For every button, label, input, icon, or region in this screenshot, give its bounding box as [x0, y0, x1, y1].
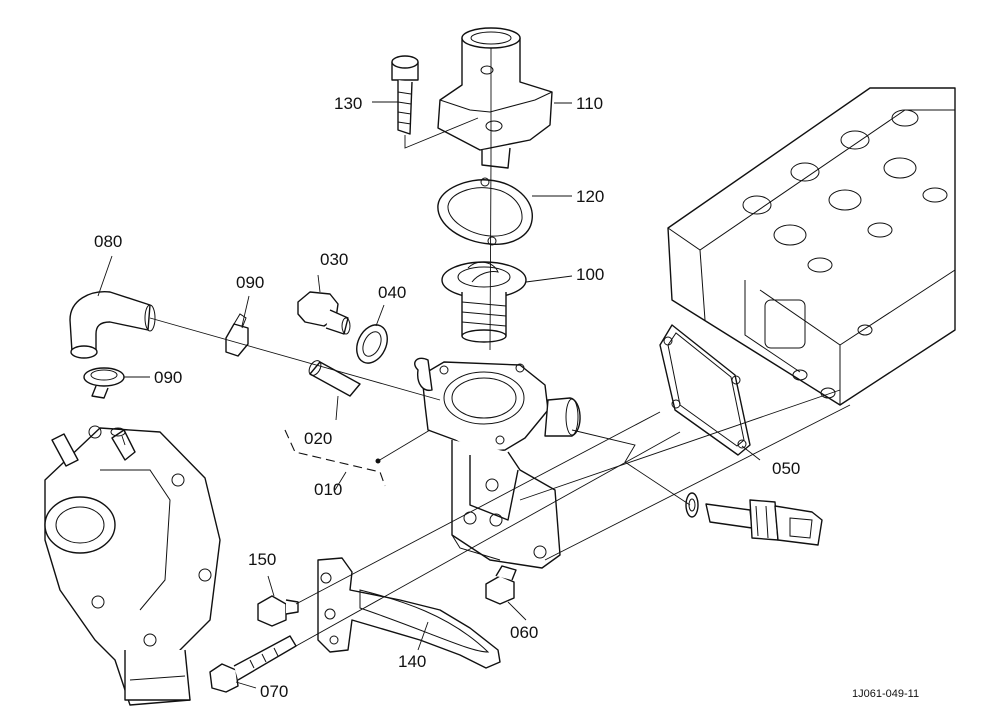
water-temperature-sensor [685, 492, 823, 546]
gasket-040 [356, 324, 388, 364]
label-030: 030 [320, 250, 348, 269]
hose-clamp-090-upper [225, 313, 249, 357]
gasket-050 [659, 324, 751, 456]
water-pump [44, 425, 221, 706]
label-150: 150 [248, 550, 276, 569]
gasket-120 [437, 177, 533, 246]
hose-080 [69, 291, 156, 359]
label-020: 020 [304, 429, 332, 448]
label-100: 100 [576, 265, 604, 284]
label-080: 080 [94, 232, 122, 251]
pipe-020 [308, 360, 361, 397]
bolt-150 [257, 595, 299, 627]
water-flange-housing [414, 357, 581, 569]
thermostat-cover-110 [437, 27, 553, 169]
label-070: 070 [260, 682, 288, 701]
label-010: 010 [314, 480, 342, 499]
cylinder-head [667, 87, 956, 406]
bolt-130 [391, 55, 419, 135]
assembly-bracket-010 [284, 429, 386, 487]
plug-030 [297, 291, 351, 335]
bolt-060 [485, 565, 517, 605]
leader-lines [97, 48, 851, 689]
label-060: 060 [510, 623, 538, 642]
label-050: 050 [772, 459, 800, 478]
bracket-140 [317, 557, 501, 669]
label-090-upper: 090 [236, 273, 264, 292]
thermostat-100 [441, 261, 527, 343]
label-040: 040 [378, 283, 406, 302]
label-110: 110 [576, 94, 603, 113]
hose-clamp-090-lower [83, 367, 125, 399]
bolt-070 [209, 635, 297, 693]
label-140: 140 [398, 652, 426, 671]
label-130: 130 [334, 94, 362, 113]
label-120: 120 [576, 187, 604, 206]
label-090-lower: 090 [154, 368, 182, 387]
drawing-code: 1J061-049-11 [852, 688, 919, 700]
part-labels: 010 020 030 040 050 060 070 080 090 090 … [94, 94, 919, 701]
